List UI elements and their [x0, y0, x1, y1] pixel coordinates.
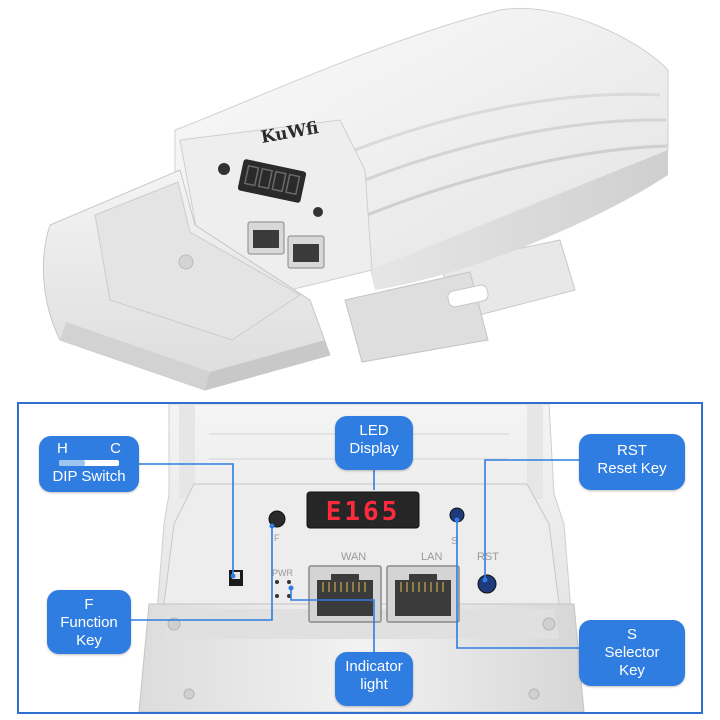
wan-port	[308, 565, 382, 623]
lan-label: LAN	[421, 551, 442, 563]
dip-h-label: H	[57, 440, 68, 457]
open-cover	[42, 169, 331, 391]
callout-connectors	[122, 459, 579, 652]
led-display: E165	[306, 491, 420, 529]
rst-callout-line2: Reset Key	[597, 460, 667, 477]
selector-key-callout: S Selector Key	[579, 620, 685, 686]
rst-label: RST	[477, 551, 499, 563]
led-display-digits: E165	[326, 497, 401, 527]
function-button	[268, 510, 286, 528]
function-key-callout: F Function Key	[47, 590, 131, 654]
lan-port	[386, 565, 460, 623]
indicator-callout-line2: light	[360, 676, 388, 693]
s-callout-line1: S	[626, 626, 637, 643]
led-display-small	[237, 159, 307, 203]
dip-switch-callout: H C DIP Switch	[39, 436, 139, 492]
detail-callout-frame: E165 WAN LAN RST S PWR F	[17, 402, 703, 714]
s-label: S	[451, 536, 458, 547]
dip-switch	[229, 570, 243, 586]
indicator-callout-line1: Indicator	[345, 658, 403, 675]
detail-photo: E165 WAN LAN RST S PWR F	[122, 404, 585, 712]
device-housing	[174, 8, 669, 291]
f-callout-line2: Function	[60, 614, 118, 631]
indicator-light-callout: Indicator light	[335, 652, 413, 706]
wan-label: WAN	[341, 551, 366, 563]
reset-key-callout: RST Reset Key	[579, 434, 685, 490]
led-display-callout: LED Display	[335, 416, 413, 470]
dip-switch-icon	[59, 460, 119, 466]
s-callout-line3: Key	[619, 662, 645, 679]
rst-callout-line1: RST	[617, 442, 647, 459]
led-callout-line1: LED	[359, 422, 389, 439]
reset-button	[477, 574, 497, 594]
function-button-small	[218, 163, 230, 175]
f-callout-line1: F	[84, 596, 94, 613]
f-callout-line3: Key	[76, 632, 102, 649]
f-label: F	[274, 533, 280, 543]
ethernet-ports-small	[247, 221, 325, 269]
dip-c-label: C	[110, 440, 121, 457]
led-callout-line2: Display	[349, 440, 399, 457]
indicator-lights	[275, 580, 291, 598]
s-callout-line2: Selector	[604, 644, 660, 661]
selector-button-small	[313, 207, 323, 217]
product-photo: KuWfi	[42, 8, 669, 391]
pwr-label: PWR	[272, 568, 293, 578]
dip-switch-label: DIP Switch	[52, 468, 126, 485]
